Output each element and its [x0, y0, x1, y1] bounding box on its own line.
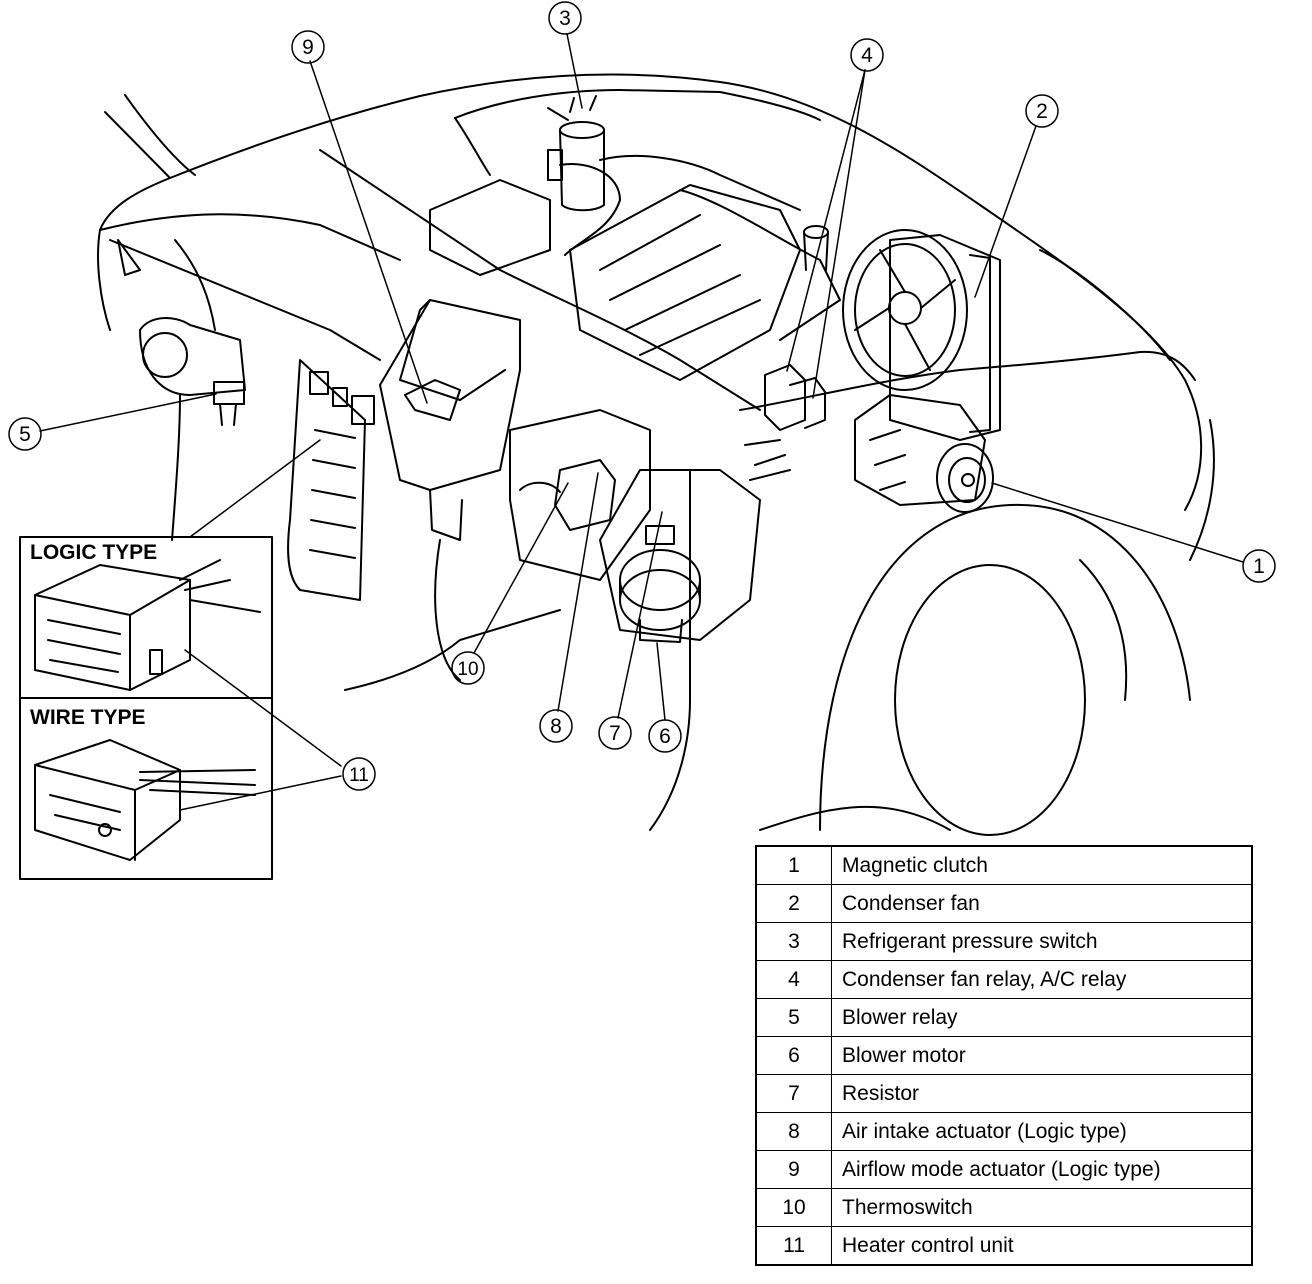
callout-2: 2 [1025, 94, 1059, 128]
legend-number: 8 [755, 1112, 832, 1151]
callout-7: 7 [598, 716, 632, 750]
vehicle-body-outline [97, 73, 1215, 831]
legend-number: 2 [755, 884, 832, 923]
compressor-magnetic-clutch [854, 394, 994, 513]
svg-text:10: 10 [457, 659, 478, 680]
callout-8: 8 [539, 709, 573, 743]
intake-unit [509, 409, 651, 581]
wire-type-title: WIRE TYPE [30, 706, 146, 729]
svg-text:4: 4 [861, 44, 873, 67]
heater-unit [379, 299, 521, 541]
blower-relay [213, 381, 245, 426]
legend-label: Magnetic clutch [831, 845, 1253, 885]
dashboard [99, 213, 461, 681]
refrigerant-pressure-switch [547, 95, 605, 212]
front-wheel [819, 503, 1191, 836]
legend-number: 4 [755, 960, 832, 999]
callout-9: 9 [291, 30, 325, 64]
legend-label: Condenser fan [831, 884, 1253, 923]
legend-label: Refrigerant pressure switch [831, 922, 1253, 961]
legend-number: 3 [755, 922, 832, 961]
callout-10: 10 [451, 651, 485, 685]
legend-number: 1 [755, 845, 832, 885]
svg-text:6: 6 [659, 725, 671, 748]
svg-text:5: 5 [19, 423, 31, 446]
heater-control-unit-logic-type [34, 559, 261, 691]
svg-text:11: 11 [349, 765, 369, 786]
svg-text:3: 3 [559, 7, 571, 30]
legend-number: 9 [755, 1150, 832, 1189]
svg-text:7: 7 [609, 722, 621, 745]
legend-label: Airflow mode actuator (Logic type) [831, 1150, 1253, 1189]
condenser-fan [842, 229, 1001, 441]
leader-lines [39, 33, 1244, 811]
svg-text:2: 2 [1036, 100, 1048, 123]
inset-frame [19, 536, 273, 880]
svg-text:1: 1 [1253, 555, 1265, 578]
legend-label: Resistor [831, 1074, 1253, 1113]
condenser-fan-relay-ac-relay [744, 364, 826, 481]
legend-label: Blower relay [831, 998, 1253, 1037]
heater-control-unit-wire-type [34, 739, 256, 861]
legend-number: 7 [755, 1074, 832, 1113]
callout-3: 3 [548, 1, 582, 35]
callout-11: 11 [342, 757, 376, 791]
logic-type-title: LOGIC TYPE [30, 541, 157, 564]
callout-1: 1 [1242, 549, 1276, 583]
legend-label: Thermoswitch [831, 1188, 1253, 1227]
blower-motor-resistor [599, 469, 761, 643]
engine [429, 163, 841, 381]
svg-text:9: 9 [302, 36, 314, 59]
legend-number: 5 [755, 998, 832, 1037]
svg-text:8: 8 [550, 715, 562, 738]
callout-4: 4 [850, 38, 884, 72]
legend-number: 10 [755, 1188, 832, 1227]
legend-number: 11 [755, 1226, 832, 1266]
legend-label: Blower motor [831, 1036, 1253, 1075]
legend-label: Heater control unit [831, 1226, 1253, 1266]
legend-number: 6 [755, 1036, 832, 1075]
legend-label: Air intake actuator (Logic type) [831, 1112, 1253, 1151]
callout-5: 5 [8, 417, 42, 451]
callout-6: 6 [648, 719, 682, 753]
legend-label: Condenser fan relay, A/C relay [831, 960, 1253, 999]
